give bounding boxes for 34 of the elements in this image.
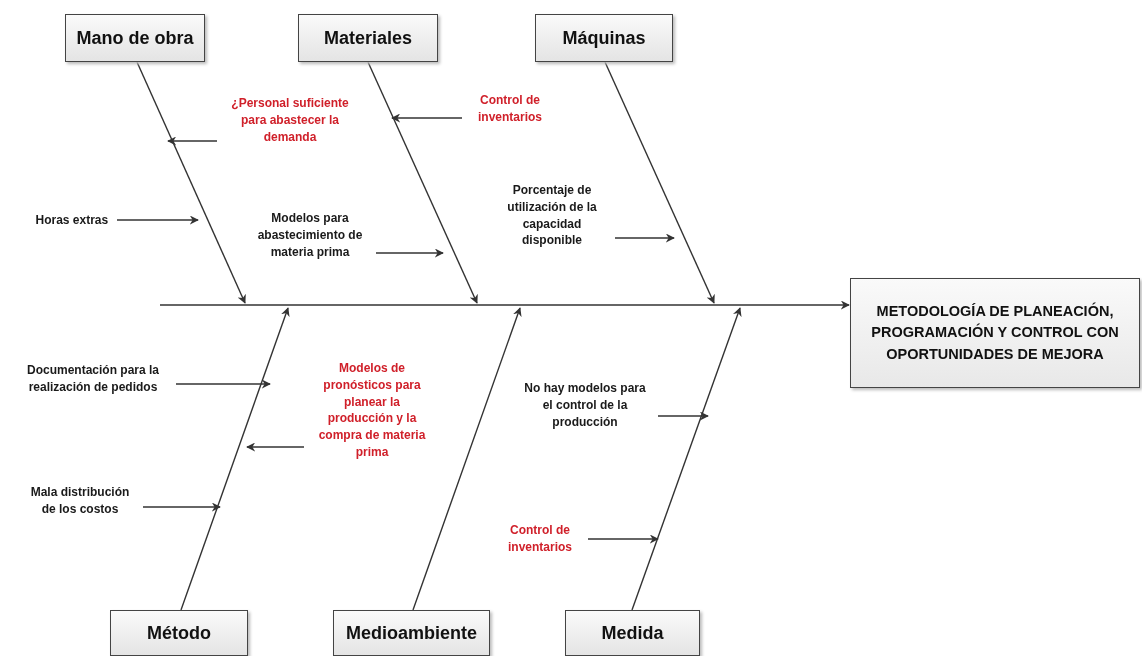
category-box: Medida [565,610,700,656]
arrow [175,379,271,389]
arrow [116,215,199,225]
category-box: Máquinas [535,14,673,62]
cause-text: Control de inventarios [500,522,580,556]
arrow [246,442,305,452]
arrow [167,136,218,146]
arrow [367,61,478,304]
cause-text: ¿Personal suficiente para abastecer la demanda [225,95,355,146]
arrow [136,61,246,304]
category-box: Materiales [298,14,438,62]
arrow [159,300,850,310]
arrow [587,534,659,544]
cause-text: Mala distribución de los costos [25,484,135,518]
cause-text: Modelos de pronósticos para planear la producción y la compra de materia prima [312,360,432,461]
cause-text: Porcentaje de utilización de la capacidad disponible [497,182,607,250]
cause-text: Documentación para la realización de pedidos [18,362,168,396]
arrow [614,233,675,243]
arrow [142,502,221,512]
arrow [657,411,709,421]
arrow [391,113,463,123]
category-box: Método [110,610,248,656]
cause-text: No hay modelos para el control de la producción [520,380,650,431]
category-box: Mano de obra [65,14,205,62]
arrow [412,307,522,611]
arrow [631,307,742,611]
cause-text: Control de inventarios [470,92,550,126]
cause-text: Modelos para abastecimiento de materia prima [252,210,368,261]
category-box: Medioambiente [333,610,490,656]
arrow [375,248,444,258]
arrow [604,61,715,304]
effect-box: METODOLOGÍA DE PLANEACIÓN, PROGRAMACIÓN Y CONTROL CON OPORTUNIDADES DE MEJORA [850,278,1140,388]
cause-text: Horas extras [35,212,109,229]
arrow [180,307,290,611]
